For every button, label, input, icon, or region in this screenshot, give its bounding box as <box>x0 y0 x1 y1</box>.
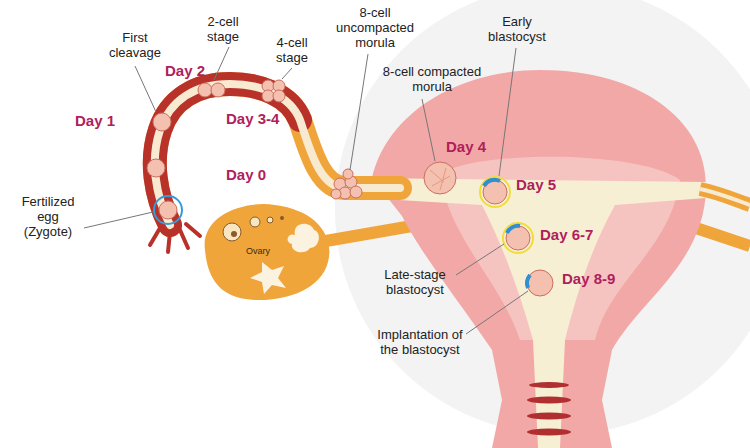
day-label: Day 1 <box>75 112 115 129</box>
day-label: Day 4 <box>446 138 486 155</box>
day-label: Day 5 <box>516 176 556 193</box>
fimbriae <box>150 224 200 252</box>
uterine-cavity <box>365 178 706 448</box>
stage-label: 8-cell compacted morula <box>376 64 488 94</box>
day-label: Day 0 <box>226 166 266 183</box>
ligament <box>690 226 750 246</box>
stage-label: Late-stage blastocyst <box>375 267 455 297</box>
stage-label: Fertilized egg (Zygote) <box>12 194 84 239</box>
tube-lumen <box>155 84 400 225</box>
stage-label: Early blastocyst <box>478 14 556 44</box>
right-tube <box>700 189 750 205</box>
day-label: Day 8-9 <box>562 270 615 287</box>
follicles <box>223 216 319 294</box>
day-label: Day 6-7 <box>540 226 593 243</box>
day-label: Day 3-4 <box>226 110 279 127</box>
ovarian-ligament <box>320 226 412 242</box>
embryo-cells <box>147 80 553 296</box>
fallopian-tube <box>155 84 400 225</box>
organ-label: Ovary <box>246 246 270 256</box>
stage-label: 4-cell stage <box>262 35 322 65</box>
ovary <box>205 204 330 300</box>
vaginal-rugae <box>527 382 571 436</box>
stage-label: First cleavage <box>95 30 175 60</box>
stage-label: 8-cell uncompacted morula <box>330 5 420 50</box>
day-label: Day 2 <box>165 62 205 79</box>
stage-label: Implantation of the blastocyst <box>370 327 470 357</box>
right-tube-lumen <box>700 189 750 205</box>
leader-lines <box>84 47 528 334</box>
stage-label: 2-cell stage <box>192 14 254 44</box>
